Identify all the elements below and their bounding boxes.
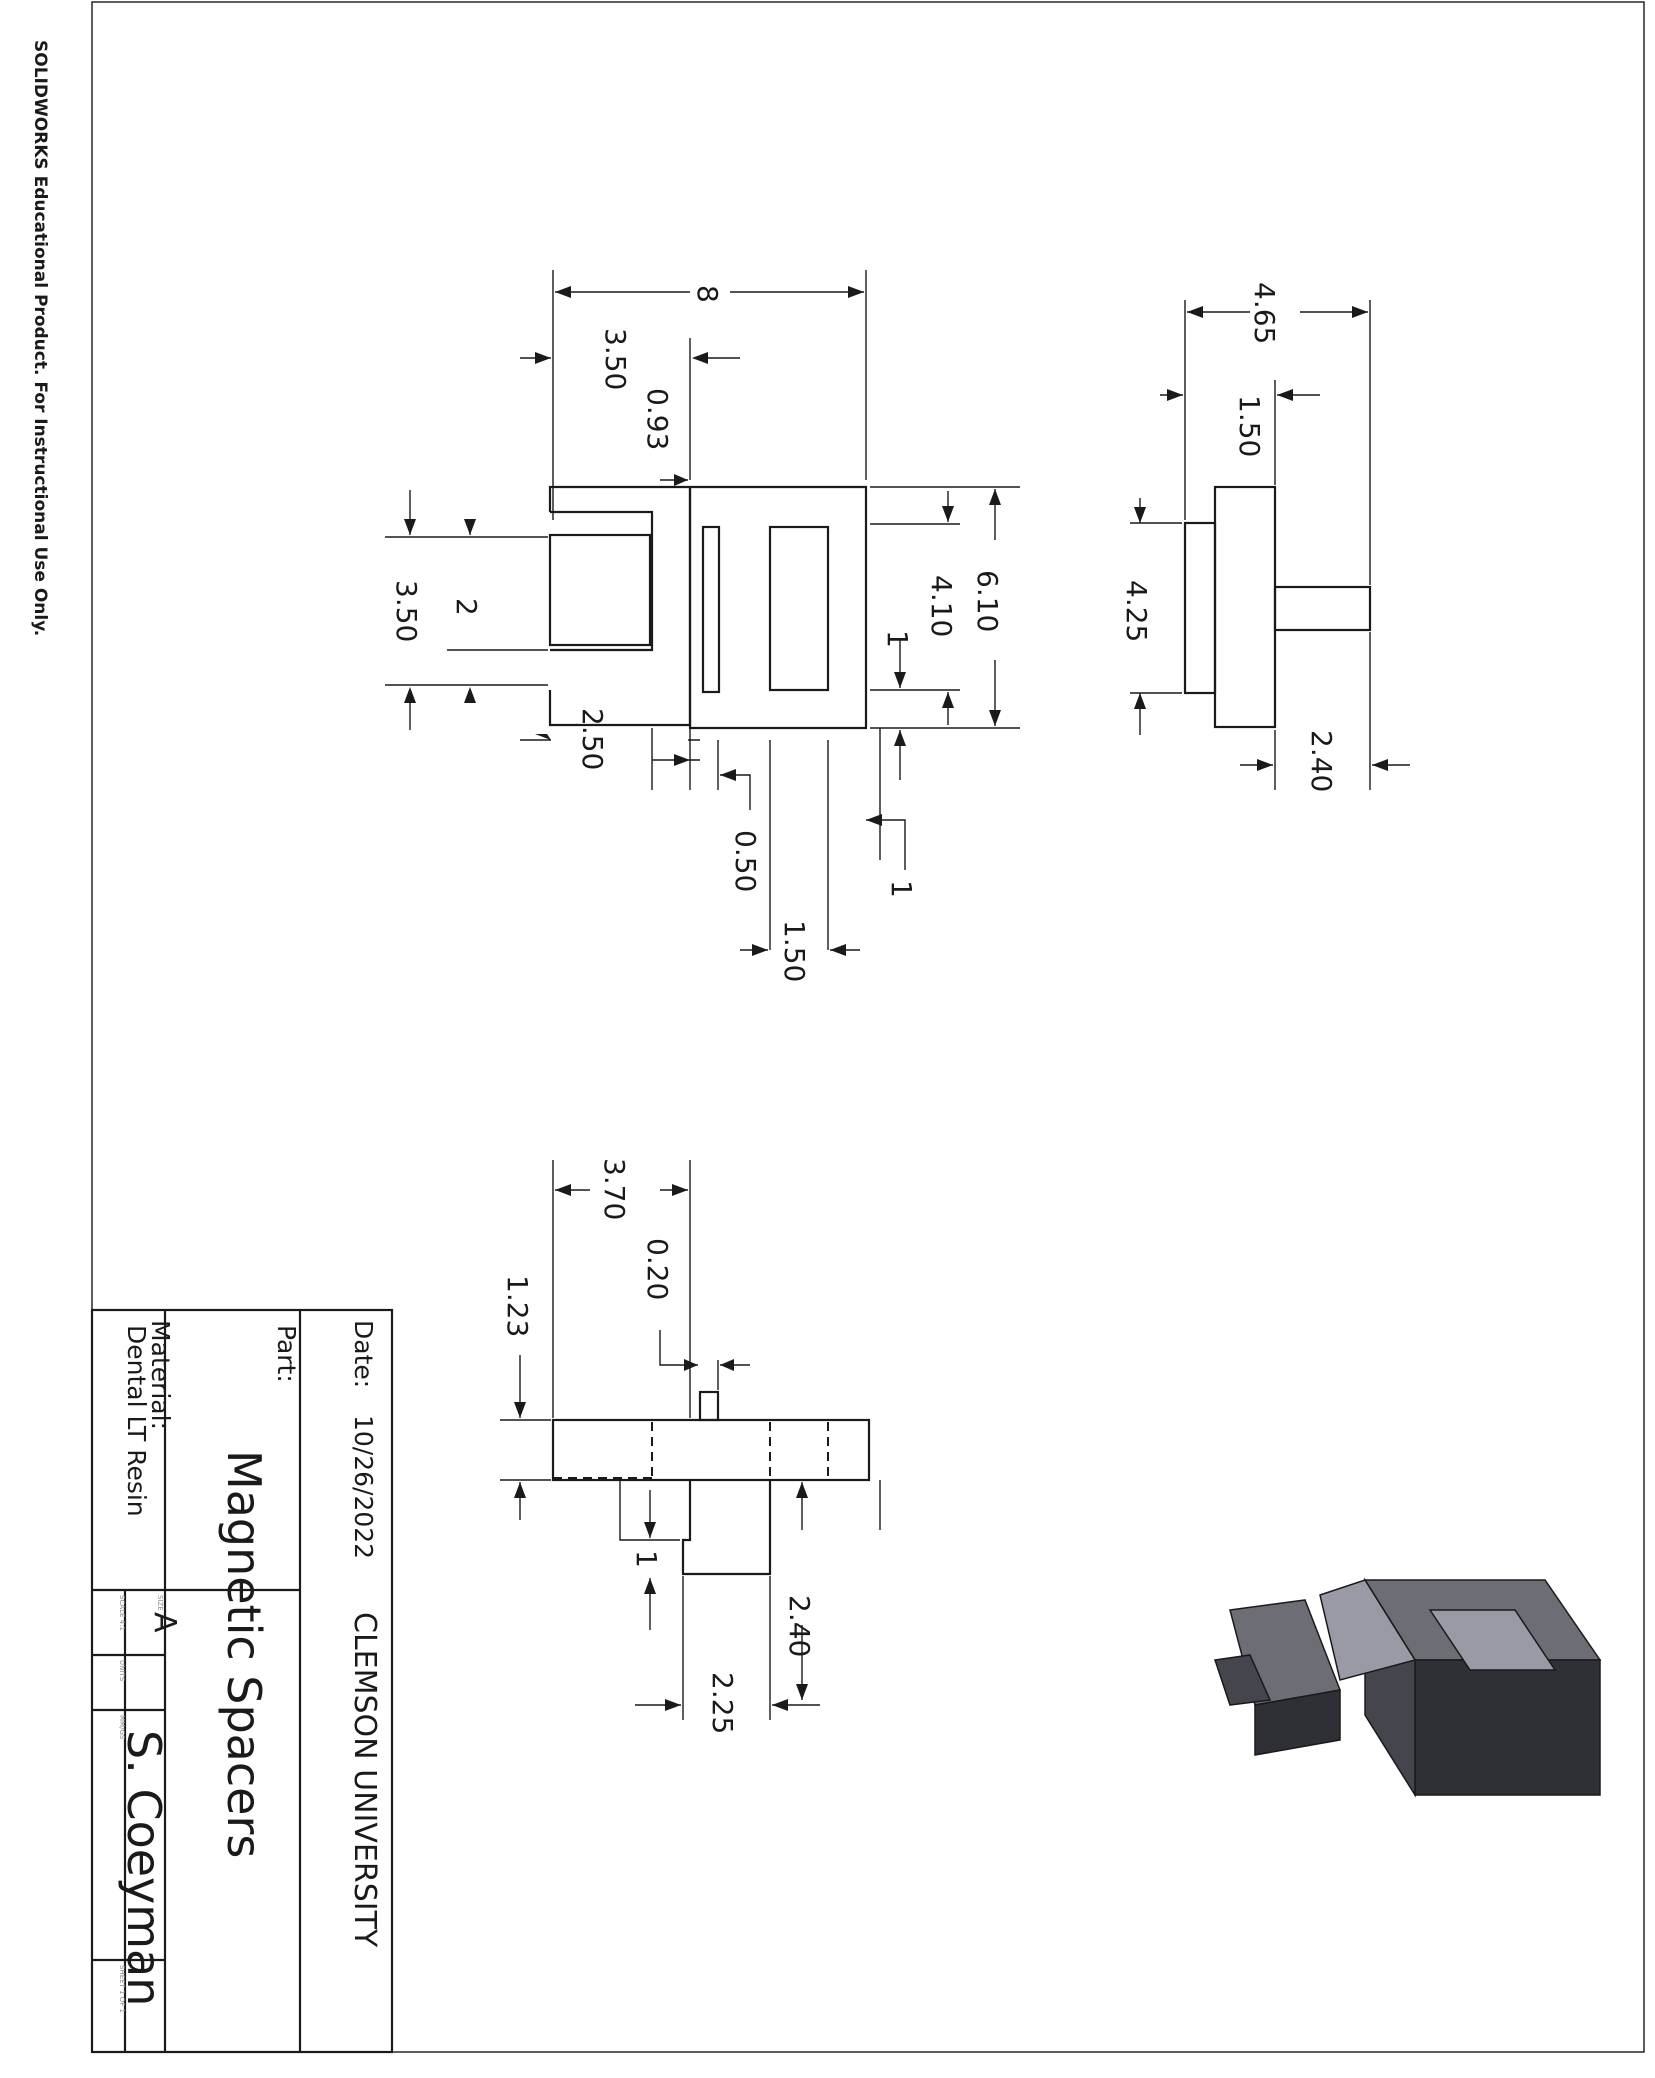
title-block-units-value: MM/GS bbox=[118, 1715, 126, 1740]
dim-2-25: 2.25 bbox=[706, 1672, 739, 1734]
watermark-text: SOLIDWORKS Educational Product. For Inst… bbox=[30, 40, 50, 636]
bottom-view: 3.70 0.20 1.23 1 2.40 2.25 bbox=[500, 1158, 881, 1734]
bottom-view-step bbox=[681, 1480, 772, 1576]
sheet-border bbox=[91, 1, 1645, 2053]
side-view-pin bbox=[1273, 585, 1372, 632]
dim-2-40-side: 2.40 bbox=[1305, 730, 1338, 792]
dim-1-bottom: 1 bbox=[885, 880, 918, 898]
isometric-view bbox=[1214, 1577, 1602, 1798]
dim-1-right: 1 bbox=[881, 630, 914, 648]
dim-1-50-side: 1.50 bbox=[1233, 395, 1266, 457]
dim-2: 2 bbox=[450, 598, 483, 616]
dim-6-10: 6.10 bbox=[971, 570, 1004, 632]
dim-1-50-front: 1.50 bbox=[778, 920, 811, 982]
dim-4-65: 4.65 bbox=[1248, 282, 1281, 344]
iso-tab-side-face bbox=[1254, 1689, 1341, 1756]
side-view-base bbox=[1183, 521, 1217, 695]
dim-4-25: 4.25 bbox=[1120, 580, 1153, 642]
dim-2-40-bottom: 2.40 bbox=[783, 1595, 816, 1657]
front-view-window bbox=[768, 525, 830, 692]
front-view-slot bbox=[701, 525, 721, 694]
iso-notch-face bbox=[1214, 1654, 1272, 1706]
dim-3-70: 3.70 bbox=[598, 1158, 631, 1220]
dim-2-50: 2.50 bbox=[576, 708, 609, 770]
dim-0-20: 0.20 bbox=[641, 1238, 674, 1300]
title-block-author: S. Coeyman bbox=[117, 1730, 171, 2006]
title-block-units-label: UNITS bbox=[118, 1660, 126, 1682]
dim-1-23: 1.23 bbox=[501, 1275, 534, 1337]
title-block-part-name: Magnetic Spacers bbox=[217, 1450, 271, 1858]
dim-8: 8 bbox=[691, 285, 724, 303]
title-block-size-label: SIZE bbox=[156, 1595, 164, 1611]
side-view-plate bbox=[1213, 485, 1277, 729]
dim-3-50-top: 3.50 bbox=[599, 328, 632, 390]
title-block-size-value: A bbox=[147, 1612, 182, 1633]
title-block-material-label: Material: bbox=[146, 1320, 175, 1430]
title-block: Date: 10/26/2022 CLEMSON UNIVERSITY Part… bbox=[90, 1308, 394, 2054]
dim-0-93: 0.93 bbox=[641, 388, 674, 450]
title-block-border bbox=[90, 1308, 394, 2054]
title-block-date-value: 10/26/2022 bbox=[349, 1415, 378, 1559]
bottom-view-plate bbox=[551, 1418, 871, 1482]
title-block-sheet-label: SHEET 1 OF 1 bbox=[118, 1965, 126, 2013]
bottom-view-nub bbox=[698, 1390, 720, 1422]
front-view-outline bbox=[548, 485, 692, 727]
title-block-part-label: Part: bbox=[272, 1325, 301, 1383]
dim-4-10: 4.10 bbox=[925, 575, 958, 637]
front-view-tab bbox=[548, 533, 652, 647]
iso-upper-plate-face bbox=[1319, 1579, 1417, 1681]
iso-window-cutout bbox=[1428, 1609, 1557, 1671]
title-block-scale-label: SCALE 4:1 bbox=[118, 1595, 126, 1631]
dim-1-bottom-view: 1 bbox=[630, 1550, 663, 1568]
front-view: 8 3.50 0.93 6.10 4.10 1 2 3.50 bbox=[385, 270, 1020, 982]
dim-0-50: 0.50 bbox=[729, 830, 762, 892]
title-block-company: CLEMSON UNIVERSITY bbox=[347, 1612, 382, 1948]
title-block-material-value: Dental LT Resin bbox=[122, 1325, 151, 1517]
title-block-date-label: Date: bbox=[349, 1320, 378, 1388]
side-view: 4.65 1.50 4.25 2.40 bbox=[1120, 282, 1410, 792]
front-view-body bbox=[688, 485, 868, 730]
dim-3-50-left: 3.50 bbox=[390, 580, 423, 642]
iso-main-side-face bbox=[1414, 1659, 1601, 1796]
